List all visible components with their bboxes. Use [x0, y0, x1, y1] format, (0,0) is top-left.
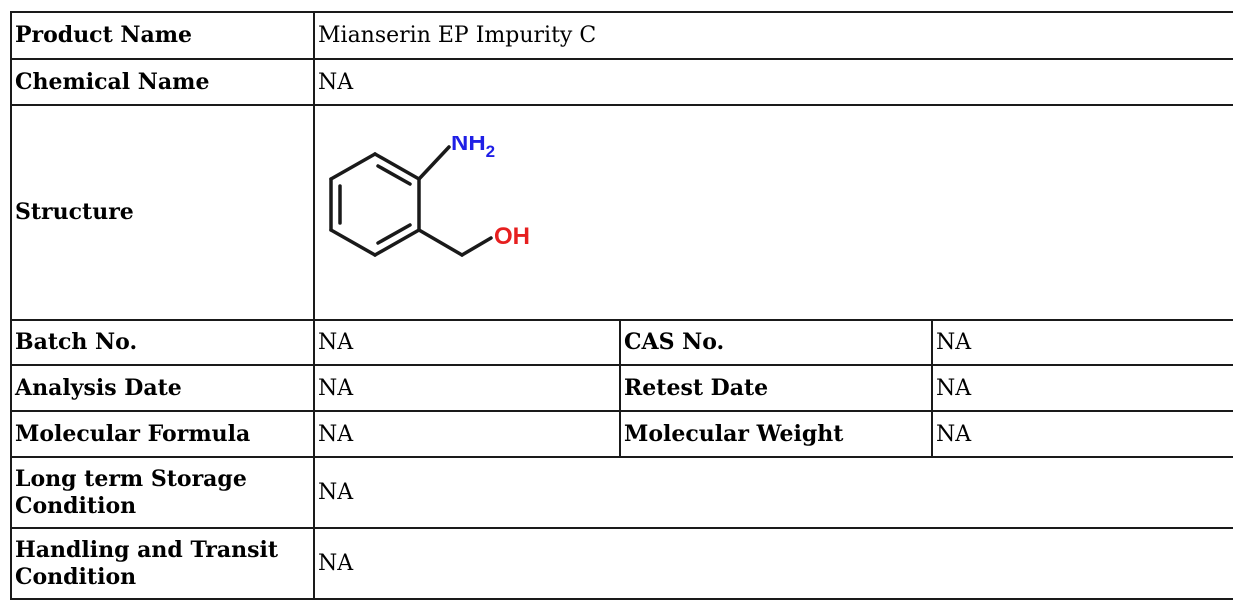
chemical-name-value: NA [312, 58, 1233, 106]
row-analysis-retest: Analysis Date NA Retest Date NA [10, 364, 1233, 412]
chemical-name-label: Chemical Name [10, 58, 315, 106]
chemical-structure-image: NH2 OH [329, 136, 530, 257]
product-name-label: Product Name [10, 11, 315, 60]
row-handling: Handling and Transit Condition NA [10, 527, 1233, 600]
cas-no-label: CAS No. [619, 319, 933, 366]
analysis-date-label: Analysis Date [10, 364, 315, 412]
storage-condition-value: NA [312, 456, 1233, 529]
storage-condition-label: Long term Storage Condition [10, 456, 315, 529]
amine-label: NH2 [451, 136, 495, 161]
ring-bond [329, 152, 377, 181]
molecular-weight-value: NA [930, 410, 1233, 458]
hydroxyl-label: OH [494, 223, 530, 250]
cas-no-value: NA [930, 319, 1233, 366]
hydroxyl-bond [460, 236, 493, 257]
structure-label: Structure [10, 104, 315, 321]
product-name-value: Mianserin EP Impurity C [312, 11, 1233, 60]
row-product-name: Product Name Mianserin EP Impurity C [10, 11, 1233, 60]
batch-no-label: Batch No. [10, 319, 315, 366]
molecular-formula-label: Molecular Formula [10, 410, 315, 458]
row-storage: Long term Storage Condition NA [10, 456, 1233, 529]
molecular-weight-label: Molecular Weight [619, 410, 933, 458]
product-spec-table: Product Name Mianserin EP Impurity C Che… [10, 11, 1233, 600]
row-chemical-name: Chemical Name NA [10, 58, 1233, 106]
handling-condition-label: Handling and Transit Condition [10, 527, 315, 600]
ring-bond [373, 152, 421, 181]
retest-date-value: NA [930, 364, 1233, 412]
batch-no-value: NA [313, 319, 621, 366]
structure-bonds [329, 145, 493, 257]
handling-condition-value: NA [312, 527, 1233, 600]
structure-cell: NH2 OH [312, 104, 1233, 321]
ring-double-bond [376, 223, 412, 245]
ring-bond [373, 228, 421, 257]
retest-date-label: Retest Date [619, 364, 933, 412]
row-formula-weight: Molecular Formula NA Molecular Weight NA [10, 410, 1233, 458]
ring-bond [329, 228, 377, 257]
molecular-formula-value: NA [313, 410, 621, 458]
row-structure: Structure [10, 104, 1233, 321]
ring-double-bond [376, 164, 412, 186]
amine-bond [417, 145, 451, 181]
row-batch-cas: Batch No. NA CAS No. NA [10, 319, 1233, 366]
analysis-date-value: NA [313, 364, 621, 412]
methylene-bond [417, 228, 464, 257]
